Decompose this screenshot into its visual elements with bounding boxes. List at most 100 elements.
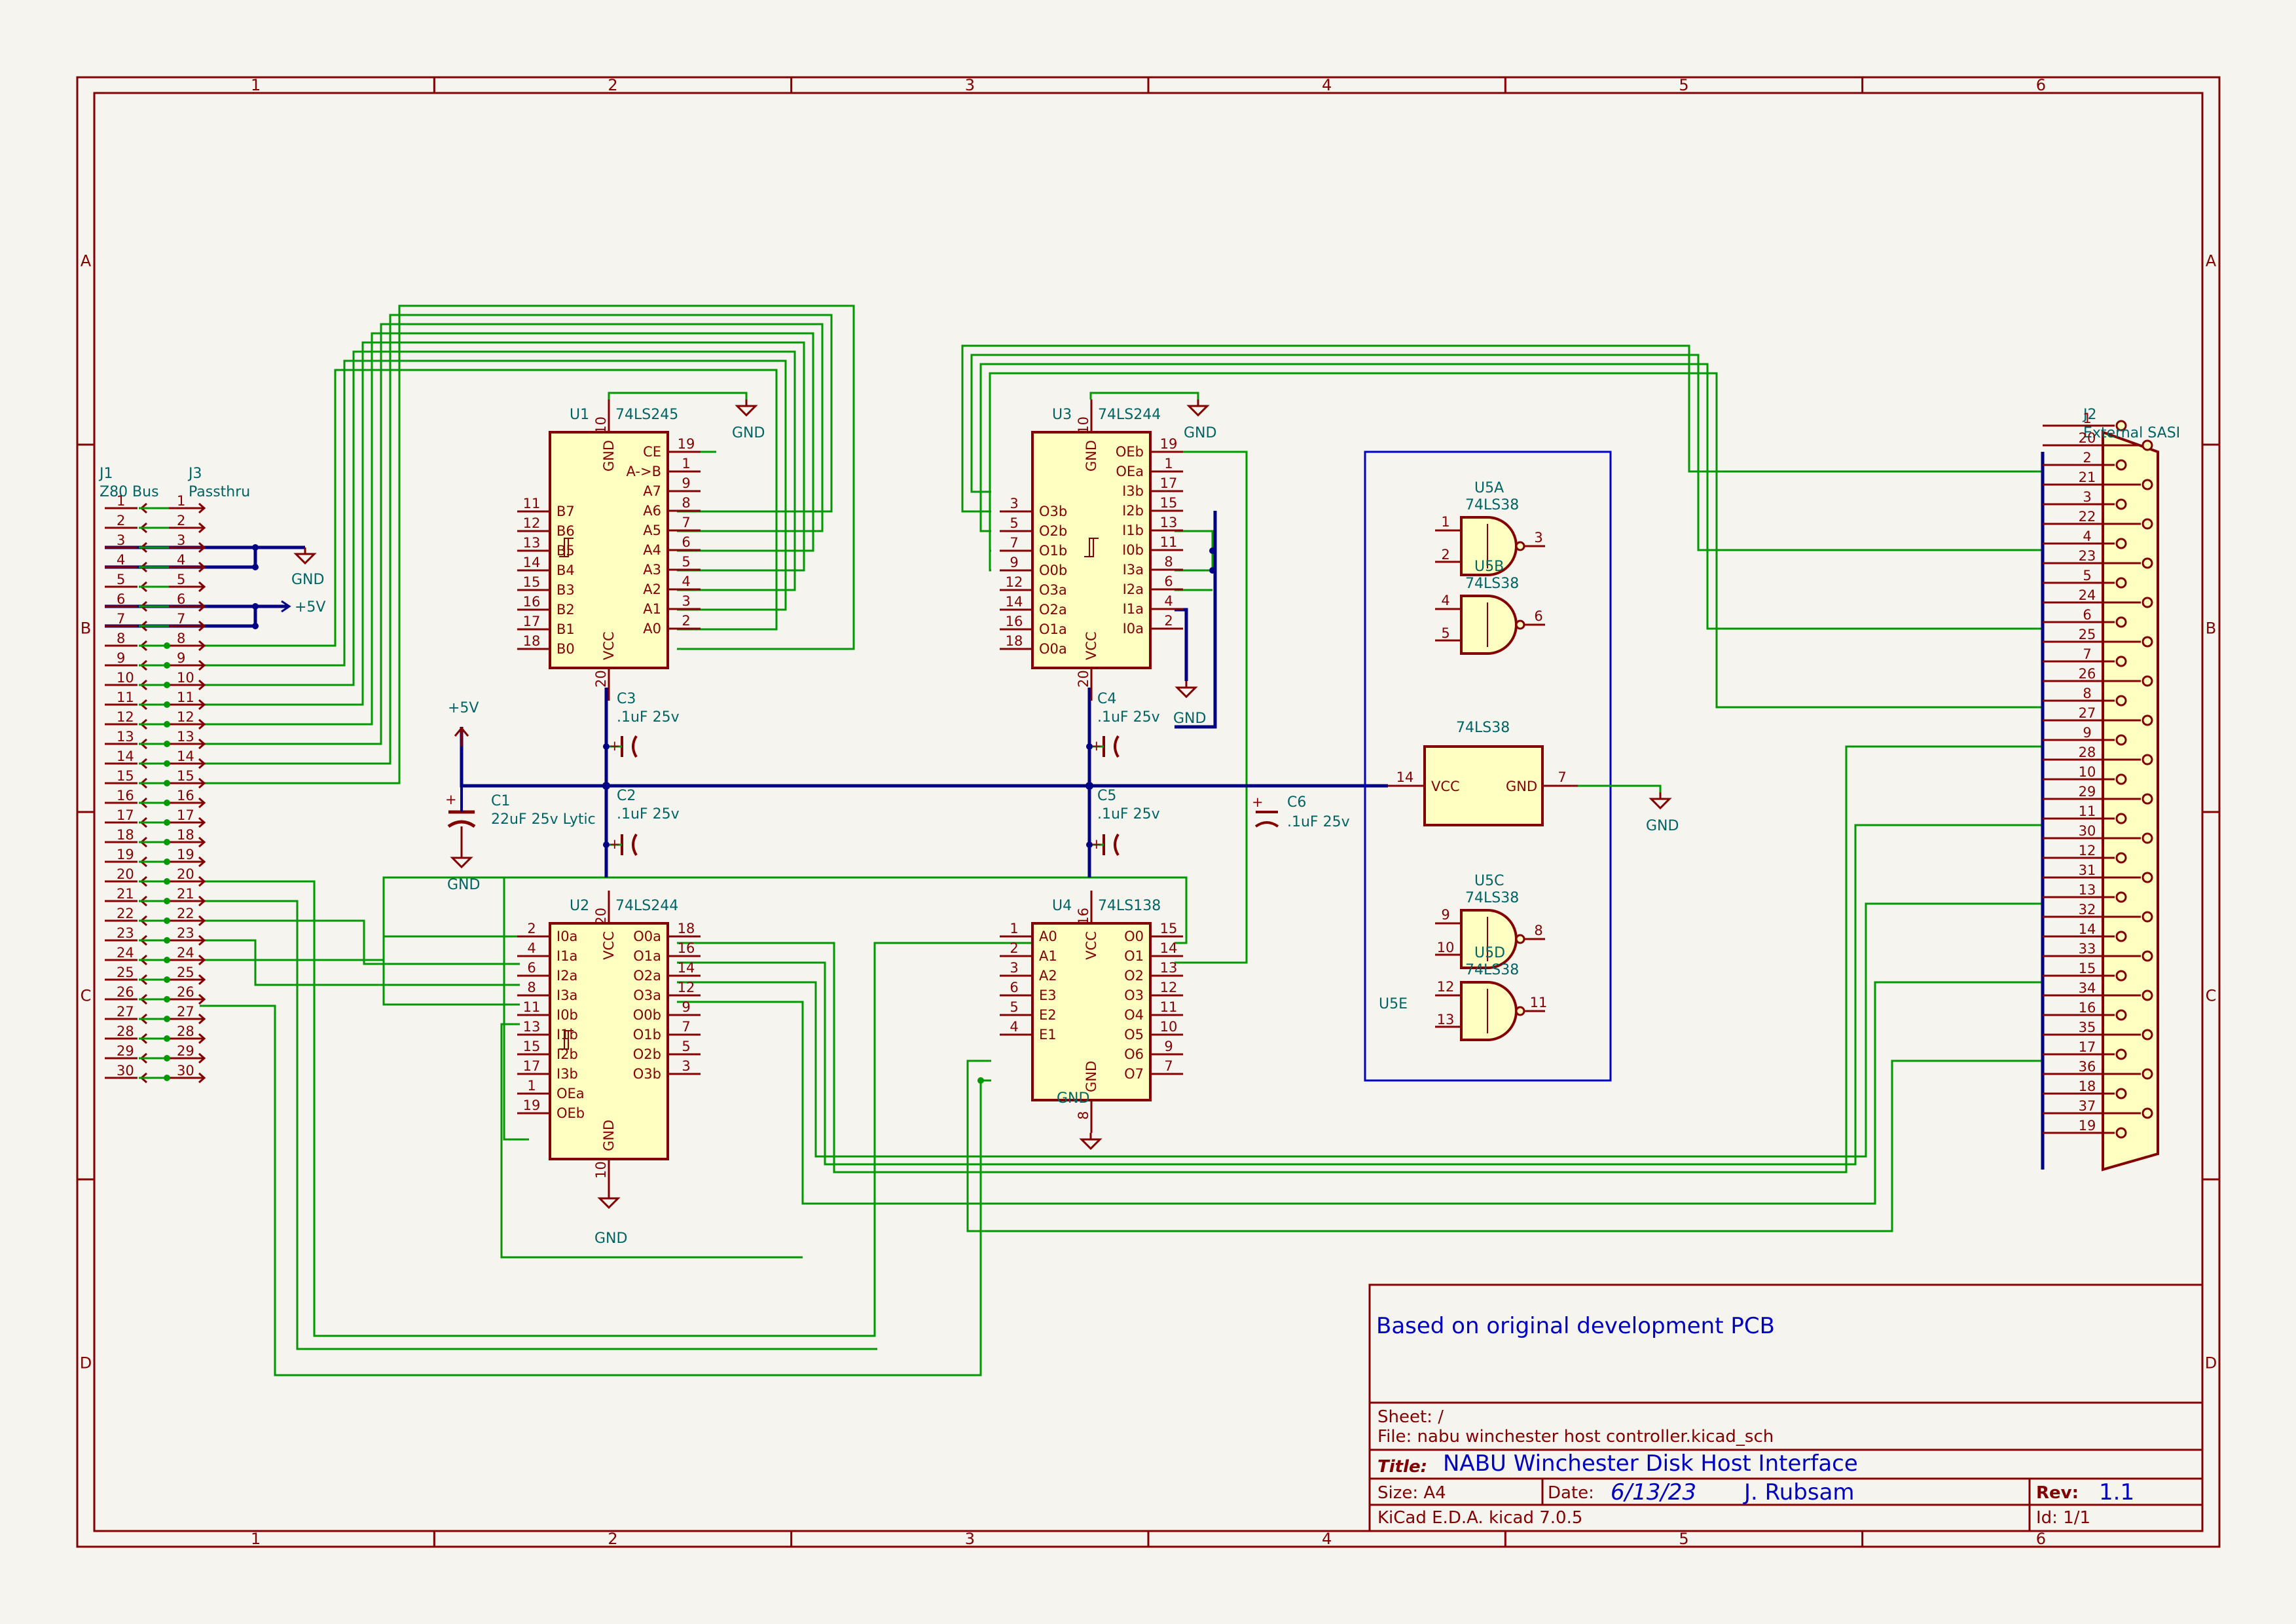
u5-a-value: 74LS38	[1465, 497, 1519, 513]
j2-pin-19	[2115, 1127, 2127, 1139]
u5-b-bubble	[1515, 619, 1525, 630]
u3-pin-num-6: 6	[1164, 574, 1173, 589]
j2-pin-num-32: 32	[2079, 902, 2096, 917]
u2-pin-num-19: 19	[523, 1098, 541, 1113]
j3-pin-6: 6	[177, 591, 185, 607]
j2-pin-num-15: 15	[2079, 961, 2096, 976]
u1-pin-name-B7: B7	[556, 504, 575, 519]
j3-pin-arrow	[198, 502, 206, 514]
u2-gnd-label: GND	[594, 1230, 627, 1247]
u4-pin-name-O6: O6	[1124, 1046, 1144, 1062]
u3-pin-num-7: 7	[1010, 535, 1018, 551]
junction-dot	[1209, 567, 1216, 574]
u2-pin-num-16: 16	[678, 940, 695, 956]
j-gnd-label: GND	[291, 572, 324, 588]
u1-pin-name-B3: B3	[556, 582, 575, 598]
u1-pin-name-A5: A5	[643, 523, 661, 538]
u2-pin-name-O2b: O2b	[633, 1046, 661, 1062]
u3-pin-name-OEa: OEa	[1116, 464, 1144, 479]
c4-plus: +	[1091, 738, 1102, 754]
j2-pin-num-30: 30	[2079, 823, 2096, 839]
j3-pin-arrow	[198, 542, 206, 553]
j1-pin-6: 6	[117, 591, 125, 607]
j1-pin-18: 18	[117, 827, 134, 843]
c3-value: .1uF 25v	[617, 709, 680, 726]
j3-pin-arrow	[198, 640, 206, 652]
u2-pin-name-O2a: O2a	[633, 968, 661, 984]
j1-pin-30: 30	[117, 1063, 134, 1079]
j2-pin-1	[2115, 420, 2127, 432]
u5e-gnd-num: 7	[1558, 769, 1566, 785]
j3-pin-28: 28	[177, 1024, 194, 1039]
j2-pin-26	[2141, 675, 2153, 687]
u2-schmitt-icon	[559, 1030, 574, 1050]
junction-dot	[164, 662, 170, 669]
u5-b-ref: U5B	[1474, 559, 1504, 575]
u2-pin-num-1: 1	[527, 1078, 536, 1094]
u1-pin-name-A7: A7	[643, 483, 661, 499]
j3-pin-arrow	[198, 777, 206, 789]
u1-pin-num-17: 17	[523, 614, 541, 629]
j2-pin-num-3: 3	[2083, 489, 2091, 505]
j2-pin-num-26: 26	[2079, 666, 2096, 682]
j2-pin-4	[2115, 538, 2127, 549]
j3-pin-21: 21	[177, 886, 194, 902]
u5-b-in2-num: 5	[1441, 625, 1449, 641]
u4-pin-num-6: 6	[1010, 980, 1018, 995]
u5-b-gate	[1460, 595, 1518, 655]
junction-dot	[1086, 743, 1093, 750]
j2-pin-13	[2115, 891, 2127, 903]
junction-dot	[1085, 782, 1093, 790]
j1-pin-14: 14	[117, 748, 134, 764]
u2-pin-name-I3b: I3b	[556, 1066, 578, 1082]
u3-pin-name-O3a: O3a	[1039, 582, 1067, 598]
u3-schmitt-icon	[1084, 538, 1099, 557]
u4-pin-num-12: 12	[1160, 980, 1178, 995]
c3-plate2	[632, 735, 638, 758]
j2-pin-num-31: 31	[2079, 862, 2096, 878]
j1-pin-25: 25	[117, 965, 134, 980]
c3-plus: +	[609, 738, 621, 754]
u5-a-ref: U5A	[1474, 480, 1504, 496]
u1-ref: U1	[570, 407, 589, 423]
u1-pin-name-CE: CE	[643, 444, 661, 460]
c5-plus: +	[1091, 836, 1102, 852]
j3-pin-arrow	[198, 758, 206, 769]
junction-dot	[164, 721, 170, 728]
j1-pin-27: 27	[117, 1004, 134, 1020]
u2-gnd-symbol-tri	[597, 1197, 621, 1209]
u1-pin-name-A1: A1	[643, 601, 661, 617]
j1-pin-9: 9	[117, 650, 125, 666]
u3-ref: U3	[1052, 407, 1072, 423]
j1-pin-10: 10	[117, 670, 134, 686]
j3-pin-9: 9	[177, 650, 185, 666]
c4-ref: C4	[1097, 691, 1116, 707]
j1-pin-3: 3	[117, 532, 125, 548]
j3-pin-29: 29	[177, 1043, 194, 1059]
junction-dot	[1209, 547, 1216, 554]
j2-pin-num-35: 35	[2079, 1020, 2096, 1035]
u2-pin-num-13: 13	[523, 1019, 541, 1035]
u1-value: 74LS245	[615, 407, 678, 423]
u1-pin-name-B5: B5	[556, 543, 575, 559]
u2-ref: U2	[570, 898, 589, 914]
j2-pin-num-25: 25	[2079, 627, 2096, 642]
junction-dot	[164, 839, 170, 845]
tb-title-label: Title:	[1377, 1457, 1427, 1477]
c4-plate2	[1114, 735, 1120, 758]
j3-pin-arrow	[198, 718, 206, 730]
j2-pin-num-34: 34	[2079, 980, 2096, 996]
junction-dot	[164, 917, 170, 924]
u3-pin-name-I0a: I0a	[1123, 621, 1144, 637]
u2-pin-name-O1a: O1a	[633, 948, 661, 964]
j3-pin-arrow	[198, 1013, 206, 1025]
j3-pin-25: 25	[177, 965, 194, 980]
col-label-bottom-3: 3	[965, 1530, 975, 1548]
row-label-C: C	[81, 987, 92, 1005]
junction-dot	[602, 782, 610, 790]
u5-c-ref: U5C	[1474, 873, 1504, 889]
u5-group-box	[1364, 451, 1612, 1082]
u3-gnd-symbol-tri	[1186, 405, 1210, 417]
u5-b-in1-num: 4	[1441, 593, 1449, 608]
